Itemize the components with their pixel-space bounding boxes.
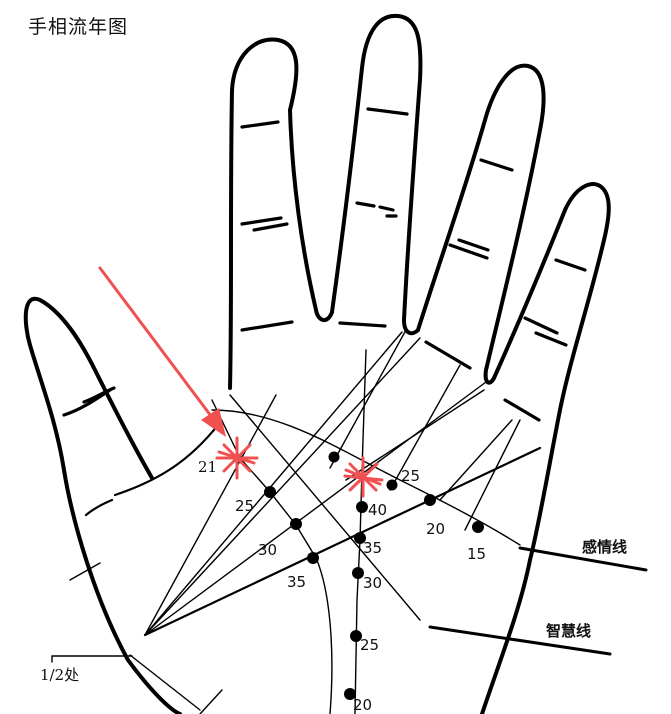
age-label-30-fate: 30 xyxy=(363,574,382,592)
heart-line-leader xyxy=(518,546,648,572)
age-label-25-right: 25 xyxy=(401,467,420,485)
thumb-outline xyxy=(23,296,182,714)
age-label-15-heart: 15 xyxy=(467,545,486,563)
middle-finger-outline xyxy=(330,13,423,336)
red-star-marker-40 xyxy=(343,456,384,498)
diagram-title: 手相流年图 xyxy=(28,16,129,38)
age-label-20-heart: 20 xyxy=(426,520,445,538)
palm-grid-lines xyxy=(51,329,542,714)
index-finger-outline xyxy=(228,37,334,390)
line-leaders xyxy=(428,546,648,656)
age-label-40: 40 xyxy=(368,501,387,519)
heart-line-label: 感情线 xyxy=(582,538,627,556)
age-dots xyxy=(237,451,484,700)
age-label-25-fate: 25 xyxy=(360,636,379,654)
age-label-25-left: 25 xyxy=(235,497,254,515)
age-label-35-fate: 35 xyxy=(363,539,382,557)
red-star-marker-21 xyxy=(215,436,259,480)
hand-outline xyxy=(23,13,611,714)
finger-creases xyxy=(62,107,587,422)
age-label-21: 21 xyxy=(198,458,217,476)
head-line-label: 智慧线 xyxy=(546,622,591,640)
age-label-35-left: 35 xyxy=(287,573,306,591)
little-finger-outline xyxy=(480,182,611,714)
age-labels: 21 25 30 35 25 40 35 30 25 20 20 15 xyxy=(198,458,486,714)
head-line-leader xyxy=(428,625,612,656)
half-point-label: 1/2处 xyxy=(40,666,79,684)
age-label-20-fate: 20 xyxy=(353,696,372,714)
age-label-30-left: 30 xyxy=(258,541,277,559)
red-arrow-icon xyxy=(98,266,226,437)
ring-finger-outline xyxy=(416,63,546,385)
